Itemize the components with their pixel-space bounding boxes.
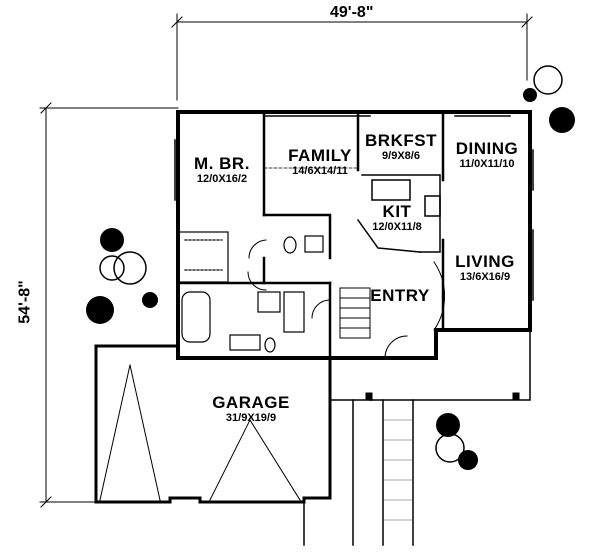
porch xyxy=(303,329,531,546)
tree-icon xyxy=(86,228,158,324)
stairs xyxy=(339,287,371,339)
depth-dimension-line xyxy=(39,102,179,508)
room-name: KIT xyxy=(382,202,412,221)
room-size: 31/9X19/9 xyxy=(225,412,277,424)
room-size: 9/9X8/6 xyxy=(382,150,420,162)
tree-icon xyxy=(435,413,478,470)
tree-icon xyxy=(523,65,575,133)
room-name: M. BR. xyxy=(194,154,250,173)
room-name: GARAGE xyxy=(212,393,290,412)
room-breakfast: BRKFST 9/9X8/6 xyxy=(363,132,439,162)
kitchen-counters xyxy=(356,174,441,253)
room-name: BRKFST xyxy=(365,131,437,150)
garage-walls xyxy=(94,344,332,504)
room-size: 12/0X11/8 xyxy=(372,221,422,233)
room-entry: ENTRY xyxy=(364,287,436,304)
room-dining: DINING 11/0X11/10 xyxy=(447,140,527,170)
width-dimension-label: 49'-8" xyxy=(330,4,374,21)
room-name: ENTRY xyxy=(370,286,430,305)
room-size: 14/6X14/11 xyxy=(292,165,348,177)
room-living: LIVING 13/6X16/9 xyxy=(445,253,525,283)
room-name: FAMILY xyxy=(288,146,352,165)
depth-dimension-label: 54'-8" xyxy=(16,280,34,324)
room-size: 13/6X16/9 xyxy=(459,271,511,283)
room-name: LIVING xyxy=(455,252,515,271)
room-garage: GARAGE 31/9X19/9 xyxy=(200,394,302,424)
interior-walls xyxy=(176,110,445,360)
room-name: DINING xyxy=(455,139,519,158)
room-master-bedroom: M. BR. 12/0X16/2 xyxy=(187,155,257,185)
room-size: 11/0X11/10 xyxy=(459,158,515,170)
room-kitchen: KIT 12/0X11/8 xyxy=(362,203,432,233)
garage-doors xyxy=(99,364,301,501)
width-dimension-line xyxy=(171,13,533,101)
room-family: FAMILY 14/6X14/11 xyxy=(280,147,360,177)
room-size: 12/0X16/2 xyxy=(196,173,248,185)
